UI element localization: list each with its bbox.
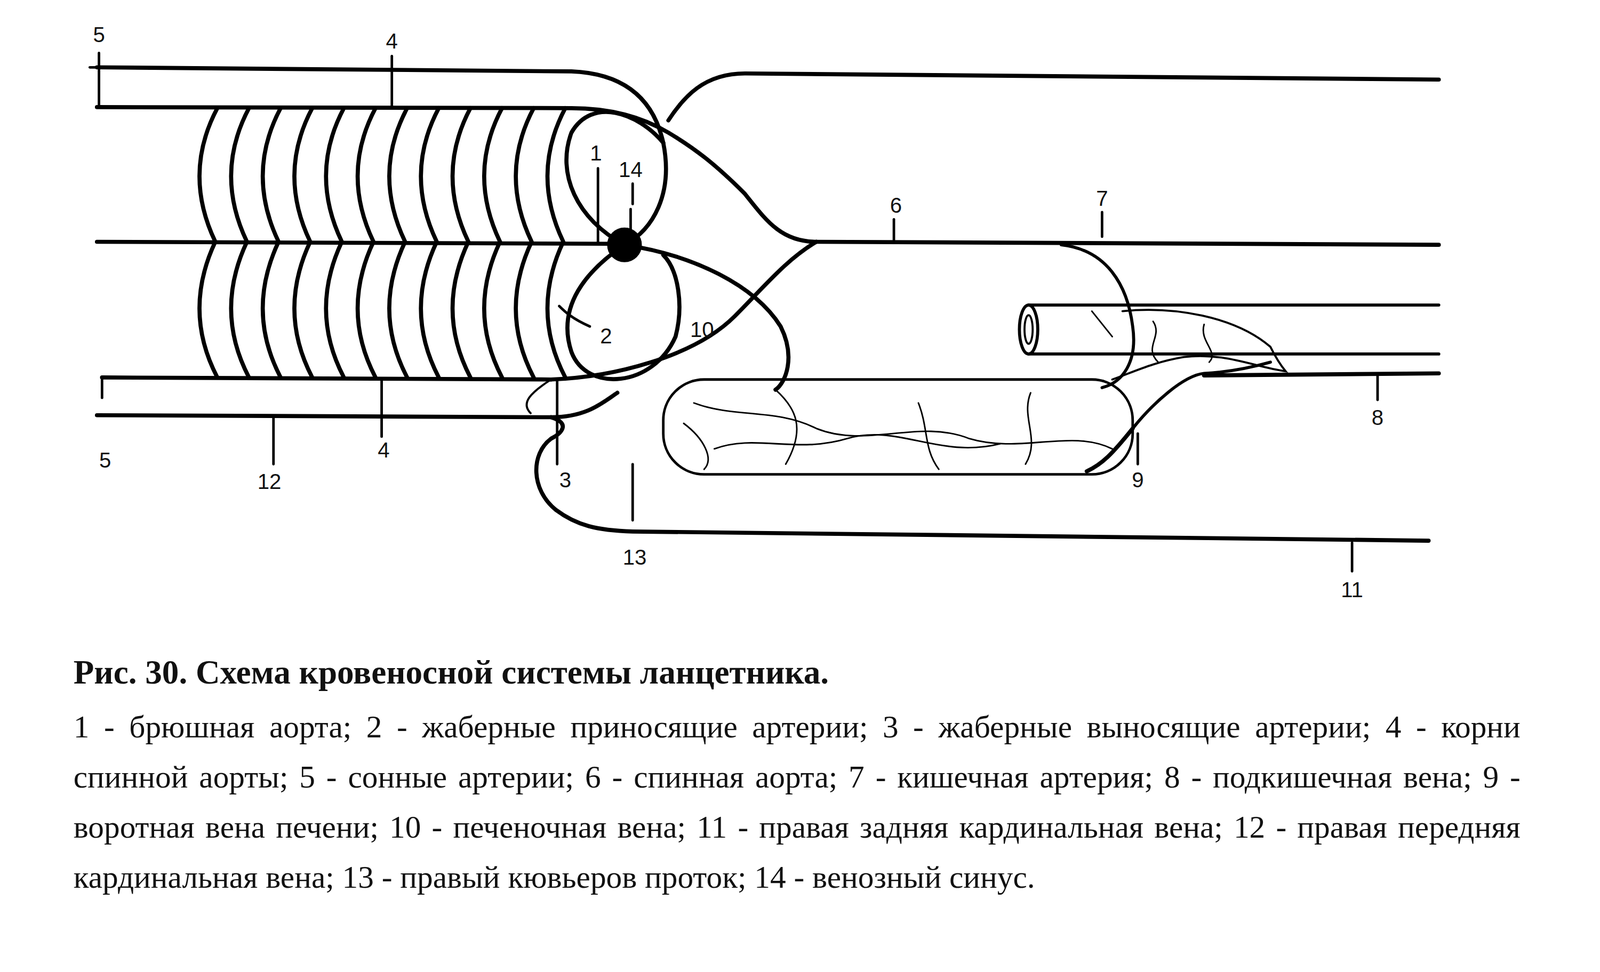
gut-capillaries [1112, 309, 1286, 380]
portal-vein [1132, 362, 1271, 429]
capillary-network [683, 389, 1113, 470]
vessel [668, 73, 1439, 121]
gut-tube-end [1019, 305, 1038, 355]
leader-lines [89, 52, 1378, 572]
figure-caption: 1 - брюшная аорта; 2 - жаберные приносящ… [73, 701, 1521, 902]
callout-number: 9 [1131, 468, 1144, 491]
callout-number: 4 [377, 439, 390, 461]
vessel-loop [566, 112, 664, 245]
callout-number: 13 [622, 546, 647, 568]
callout-number: 14 [618, 158, 643, 181]
portal-vein [1086, 428, 1133, 472]
carotid-artery [97, 67, 667, 245]
dorsal-aorta [816, 241, 1439, 245]
dorsal-aorta-root [101, 377, 551, 380]
subintestinal-vein [1204, 373, 1439, 376]
callout-number: 4 [386, 29, 398, 52]
gut-capillaries [1091, 311, 1212, 363]
intestinal-artery [1061, 244, 1134, 388]
callout-number: 7 [1096, 187, 1108, 209]
gut-tube-lumen [1024, 315, 1033, 344]
callout-number: 12 [257, 470, 282, 493]
cuvier-duct [536, 417, 1429, 542]
callout-number: 5 [99, 449, 111, 471]
hepatic-vein [624, 244, 789, 390]
callout-number: 6 [890, 194, 902, 216]
dorsal-aorta-root [97, 107, 817, 243]
callout-number: 8 [1371, 406, 1384, 428]
gut-tube [1028, 305, 1439, 355]
callout-number: 2 [600, 324, 612, 347]
venous-sinus [609, 229, 640, 260]
callout-number: 10 [690, 318, 715, 341]
anterior-cardinal-vein [97, 393, 618, 418]
callout-number: 3 [559, 468, 572, 491]
callout-number: 5 [92, 24, 105, 46]
vessel [550, 241, 816, 380]
ventral-aorta [97, 241, 613, 244]
figure-title: Рис. 30. Схема кровеносной системы ланце… [73, 653, 1523, 694]
vessel [526, 379, 551, 414]
callout-number: 1 [589, 142, 602, 164]
callout-number: 11 [1340, 579, 1364, 601]
liver-caecum [663, 379, 1133, 475]
